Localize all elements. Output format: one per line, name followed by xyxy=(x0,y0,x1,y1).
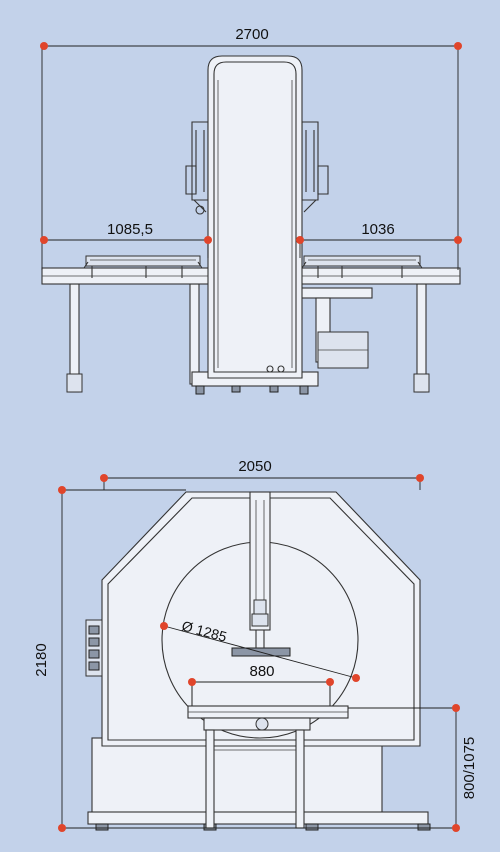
dimension-point xyxy=(58,486,66,494)
dimension-point xyxy=(40,236,48,244)
control-button xyxy=(88,625,100,635)
right-table-width-label: 1036 xyxy=(361,221,394,238)
dimension-point xyxy=(204,236,212,244)
dimension-lines-top xyxy=(41,45,459,270)
dimension-point xyxy=(416,474,424,482)
left-roller-table xyxy=(41,255,211,285)
control-button xyxy=(88,637,100,647)
right-roller-table xyxy=(299,255,461,285)
dimension-lines-bottom xyxy=(61,477,457,829)
dimension-points-bottom xyxy=(58,474,460,832)
front-elevation-view: 2700 1085,5 1036 xyxy=(40,26,462,395)
right-table-legs xyxy=(413,283,430,393)
control-panel xyxy=(85,619,103,677)
dimension-point xyxy=(296,236,304,244)
left-table-legs xyxy=(66,283,200,393)
dimension-points-top xyxy=(40,42,462,244)
control-button xyxy=(88,661,100,671)
overall-width-label: 2700 xyxy=(235,26,268,43)
dimension-point xyxy=(452,824,460,832)
conveyor-fork xyxy=(187,682,349,829)
machine-base xyxy=(87,737,431,831)
drive-motor-unit xyxy=(299,287,373,369)
main-mast-column xyxy=(207,55,303,379)
dimension-point xyxy=(40,42,48,50)
dimension-point xyxy=(454,236,462,244)
dimension-point xyxy=(188,678,196,686)
height-label: 2180 xyxy=(33,643,50,676)
overall-width-label-side: 2050 xyxy=(238,458,271,475)
dimension-point xyxy=(326,678,334,686)
dimension-point xyxy=(58,824,66,832)
dimension-point xyxy=(160,622,168,630)
dimension-point xyxy=(454,42,462,50)
carriage-rail xyxy=(249,491,271,631)
dimension-point xyxy=(352,674,360,682)
fork-width-label: 880 xyxy=(249,663,274,680)
side-elevation-view: 2050 2180 Ø 1285 880 800/1075 xyxy=(33,458,478,832)
control-button xyxy=(88,649,100,659)
left-table-width-label: 1085,5 xyxy=(107,221,153,238)
dimension-point xyxy=(452,704,460,712)
table-height-label: 800/1075 xyxy=(461,737,478,800)
dimension-point xyxy=(100,474,108,482)
